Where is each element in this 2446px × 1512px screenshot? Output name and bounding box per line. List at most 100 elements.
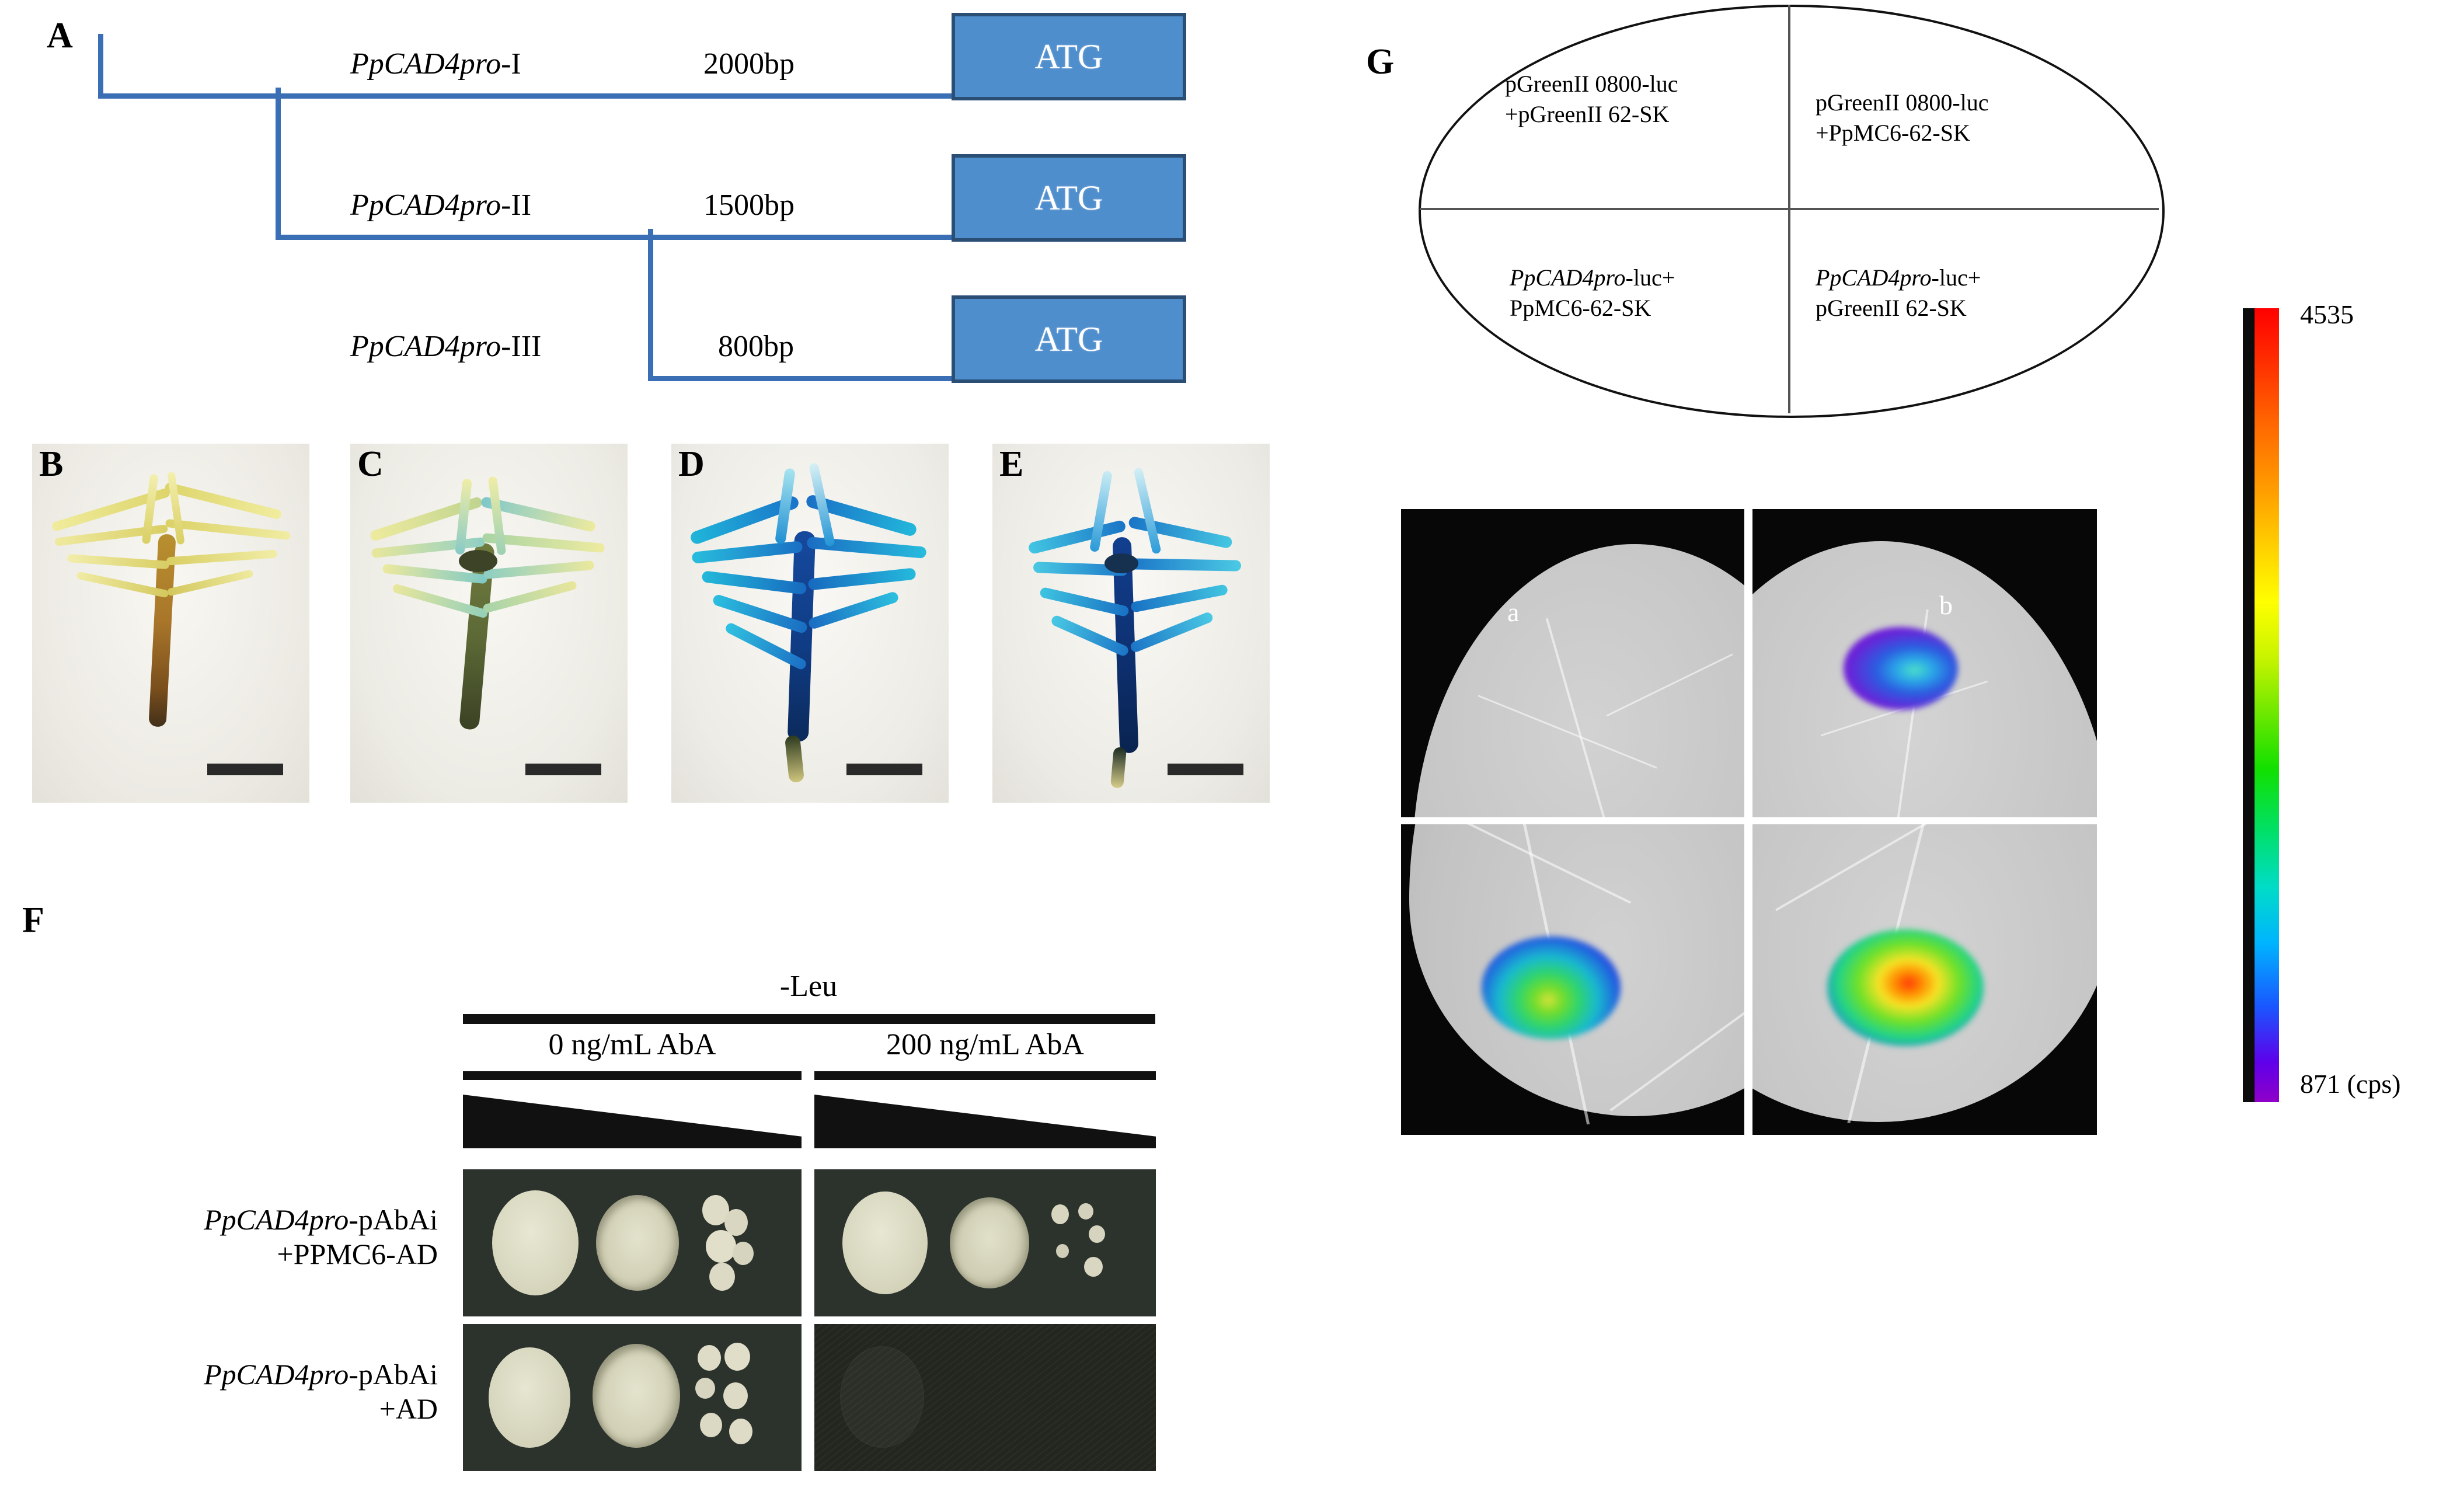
leaf-divider-horizontal [1401,817,2097,824]
colorbar-axis-line [2243,308,2255,1102]
panel-e-apex [1104,553,1138,573]
panel-c-image: C [350,444,628,803]
luminescence-spot-weak [1844,627,1958,710]
colony-spot [733,1242,754,1265]
colony-spot [729,1419,752,1444]
construct-3-length: 800bp [718,330,794,363]
panel-f-media-label: -Leu [779,970,838,1003]
colony-spot [723,1382,748,1409]
colony-spot [1051,1204,1069,1224]
construct-3-line [648,376,956,381]
panel-f-plate-r1c0 [463,1324,802,1471]
leaf-quadrant-bottom-left [1401,824,1744,1135]
panel-g-quadrant-bottom-left: PpCAD4pro-luc+ PpMC6-62-SK [1510,263,1675,323]
panel-f-plate-r1c1 [814,1324,1156,1471]
panel-f-row0-rest: -pAbAi [349,1203,438,1236]
g-br-line1-italic: PpCAD4pro [1816,264,1932,291]
construct-1-atg-box: ATG [952,13,1186,100]
colony-spot-faint [841,1347,923,1447]
panel-f-row1-italic: PpCAD4pro [204,1358,349,1391]
panel-f-plate-r0c0 [463,1169,802,1316]
construct-3-atg-box: ATG [952,295,1186,383]
g-bl-line1-italic: PpCAD4pro [1510,264,1626,291]
panel-e-scalebar [1168,764,1243,775]
panel-g-schematic-ellipse [1419,5,2165,418]
colony-spot [1089,1225,1105,1243]
luminescence-spot-strong [1827,929,1984,1046]
g-tr-line2: +PpMC6-62-SK [1816,120,1970,146]
panel-d-image: D [671,444,949,803]
panel-f-row-label-1: PpCAD4pro-pAbAi +AD [35,1357,438,1426]
colorbar-max-label: 4535 [2300,299,2354,329]
g-bl-line1-rest: -luc+ [1625,264,1675,291]
leaf-quadrant-top-right: b [1752,509,2097,817]
construct-1-name-suffix: -I [501,47,521,81]
panel-f-col1-rule [814,1071,1156,1080]
construct-2-length: 1500bp [703,189,795,222]
construct-1-length: 2000bp [703,47,795,81]
colorbar-min-label: 871 (cps) [2300,1069,2401,1099]
g-bl-line2: PpMC6-62-SK [1510,295,1651,321]
colony-spot [842,1192,928,1294]
leaf-quadrant-bottom-right [1752,824,2097,1135]
construct-1-name: PpCAD4pro-I [350,47,521,81]
panel-f-row0-line2: +PPMC6-AD [277,1238,438,1270]
panel-f-col0-rule [463,1071,802,1080]
g-tr-line1: pGreenII 0800-luc [1816,89,1989,116]
construct-2-name-suffix: -II [501,189,532,222]
colony-spot [695,1378,715,1399]
panel-g-horizontal-divider [1420,208,2159,210]
colony-spot [1056,1244,1069,1258]
colony-spot [724,1343,750,1371]
panel-g-quadrant-bottom-right: PpCAD4pro-luc+ pGreenII 62-SK [1816,263,1981,323]
construct-2-name-italic: PpCAD4pro [350,189,501,222]
colony-spot [593,1344,680,1448]
panel-f-leu-rule [463,1014,1155,1024]
construct-3-name-suffix: -III [501,330,542,363]
construct-1-start-tick [98,34,103,98]
colony-spot [700,1413,722,1437]
construct-2-name: PpCAD4pro-II [350,188,531,222]
g-br-line2: pGreenII 62-SK [1816,295,1967,321]
panel-f-row1-rest: -pAbAi [349,1358,438,1391]
panel-label-g: G [1366,42,1395,82]
construct-3-start-tick [648,229,653,381]
construct-1-name-italic: PpCAD4pro [350,47,501,81]
panel-f-row-label-0: PpCAD4pro-pAbAi +PPMC6-AD [35,1203,438,1271]
colony-spot [1084,1257,1103,1277]
construct-2-line [276,235,956,240]
colony-spot [950,1197,1029,1288]
panel-f-dilution-wedge-1 [814,1095,1156,1148]
leaf-quadrant-top-left: a [1401,509,1744,817]
construct-1-line [98,93,956,99]
panel-g-luminescence-image: a b [1401,509,2097,1135]
panel-f-plate-r0c1 [814,1169,1156,1316]
panel-f-row0-italic: PpCAD4pro [204,1203,349,1236]
panel-b-image: B [32,444,309,803]
colony-spot [492,1190,579,1295]
g-tl-line2: +pGreenII 62-SK [1505,101,1670,127]
panel-f-row1-line2: +AD [379,1392,438,1425]
construct-3-name: PpCAD4pro-III [350,329,541,364]
panel-label-d: D [678,444,705,484]
panel-label-f: F [22,900,44,940]
panel-b-scalebar [207,764,283,775]
colorbar-gradient [2255,308,2279,1102]
panel-f-column-header-1: 200 ng/mL AbA [886,1028,1084,1061]
panel-label-b: B [39,444,64,484]
leaf-label-a: a [1507,597,1520,627]
panel-c-scalebar [525,764,601,775]
construct-2-start-tick [276,88,281,239]
panel-g-quadrant-top-left: pGreenII 0800-luc +pGreenII 62-SK [1505,69,1678,130]
construct-3-name-italic: PpCAD4pro [350,330,501,363]
panel-d-scalebar [846,764,922,775]
g-tl-line1: pGreenII 0800-luc [1505,71,1678,97]
panel-f-column-header-0: 0 ng/mL AbA [548,1028,716,1061]
leaf-tissue [1413,544,1744,817]
panel-f-dilution-wedge-0 [463,1095,802,1148]
colony-spot [489,1347,570,1448]
construct-2-atg-box: ATG [952,154,1186,242]
colony-spot [724,1209,748,1236]
panel-label-a: A [47,16,73,55]
